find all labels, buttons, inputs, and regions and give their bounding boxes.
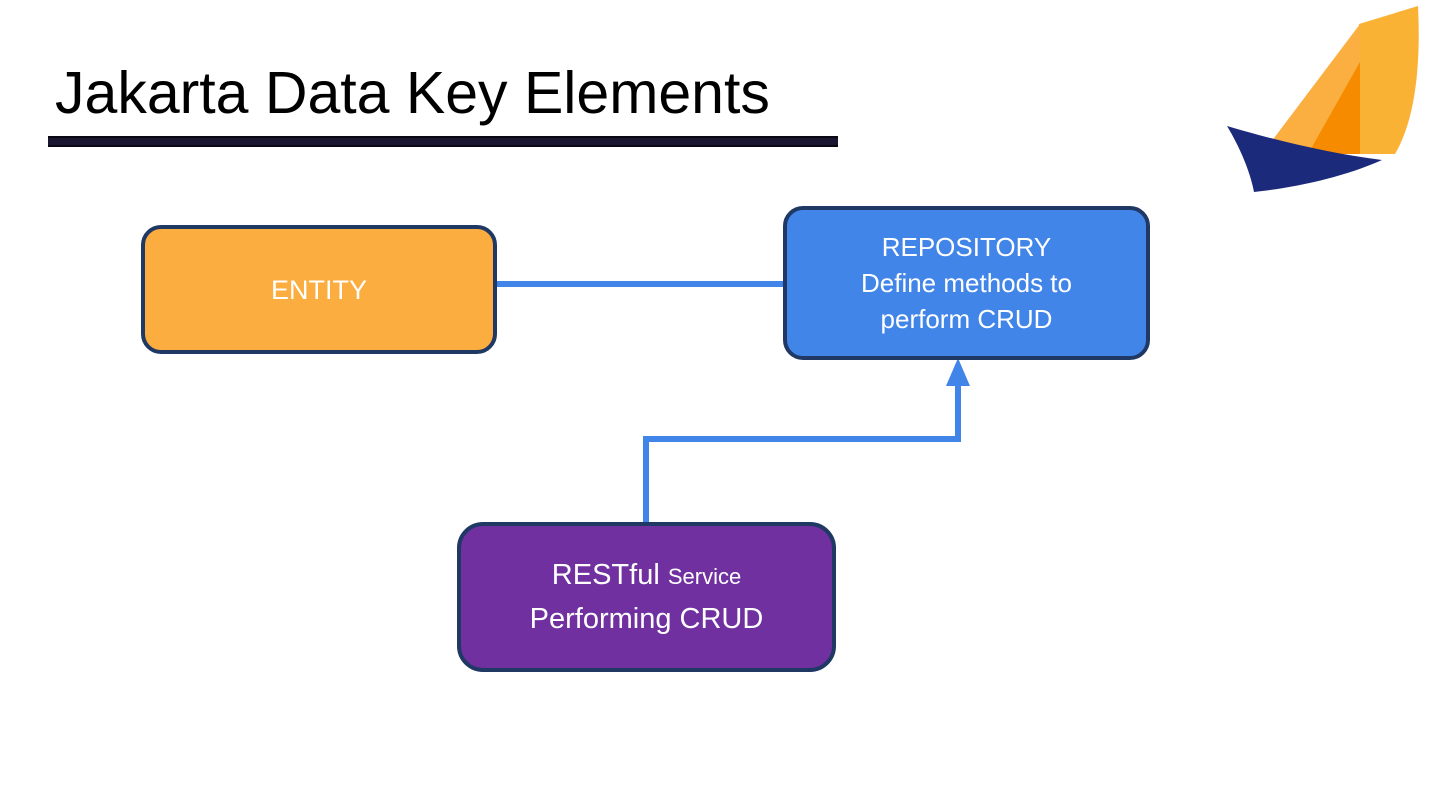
node-repository-text: REPOSITORY Define methods to perform CRU… xyxy=(787,229,1146,337)
node-restful-service-line-1-secondary: Service xyxy=(667,564,742,589)
node-entity-text: ENTITY xyxy=(145,273,493,307)
node-entity[interactable]: ENTITY xyxy=(141,225,497,354)
hull-shape xyxy=(1227,126,1382,192)
jakarta-ee-sailboat-logo xyxy=(1227,6,1419,192)
sail-overlap-shape xyxy=(1308,62,1360,154)
node-repository-line-1: REPOSITORY xyxy=(881,232,1052,262)
sail-back-shape xyxy=(1359,6,1419,154)
node-repository[interactable]: REPOSITORY Define methods to perform CRU… xyxy=(783,206,1150,360)
connector-restful-to-repository xyxy=(643,358,970,522)
node-restful-service-line-1-primary: RESTful xyxy=(551,559,660,591)
node-repository-line-3: perform CRUD xyxy=(880,304,1053,334)
connector-restful-to-repository-arrowhead xyxy=(946,358,970,386)
page-title: Jakarta Data Key Elements xyxy=(55,60,770,126)
node-repository-line-2: Define methods to xyxy=(860,268,1072,298)
connector-restful-to-repository-line xyxy=(643,380,961,522)
title-underline-rule xyxy=(48,136,838,147)
node-restful-service-text: RESTful Service Performing CRUD xyxy=(461,554,832,640)
node-entity-line-1: ENTITY xyxy=(270,274,367,305)
node-restful-service-line-1: RESTful Service xyxy=(471,554,822,598)
node-restful-service-line-2: Performing CRUD xyxy=(529,603,764,635)
node-restful-service[interactable]: RESTful Service Performing CRUD xyxy=(457,522,836,672)
